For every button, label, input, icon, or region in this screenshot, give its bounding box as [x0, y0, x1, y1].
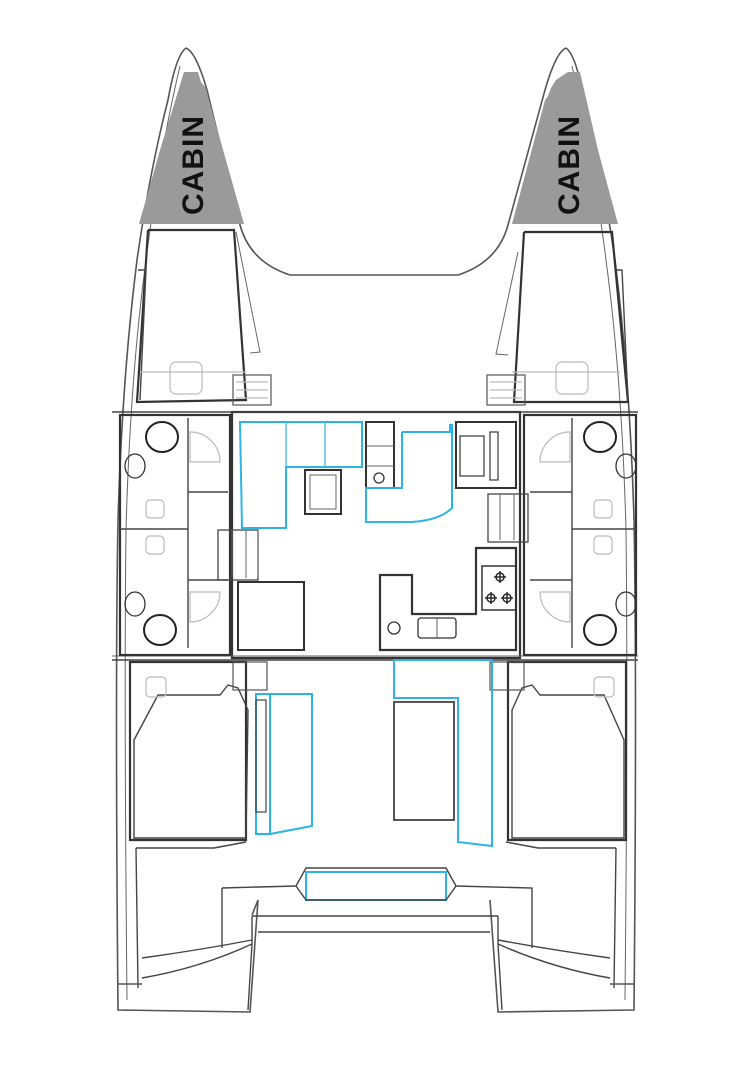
port-aft-steps — [232, 661, 268, 691]
port-toilet-bottom-icon — [143, 614, 177, 646]
port-hatch-icon-1 — [145, 499, 165, 519]
starboard-aft-berth — [511, 684, 625, 839]
port-sink-bottom-icon — [124, 591, 146, 617]
saloon-table — [304, 469, 342, 515]
stove-burner-icons — [485, 571, 513, 604]
port-bow-cabin-area — [139, 72, 244, 224]
port-door-swing-top — [189, 431, 221, 463]
starboard-hatch-icon-1 — [593, 499, 613, 519]
port-bow-cabin-label: CABIN — [177, 115, 210, 215]
starboard-sink-top-icon — [615, 453, 637, 479]
port-fore-steps — [232, 374, 272, 406]
port-fore-hatch-icon — [169, 361, 203, 395]
galley-fridge — [455, 421, 517, 489]
starboard-fore-hatch-icon — [555, 361, 589, 395]
port-fore-cabin — [135, 228, 272, 406]
starboard-aft-steps — [489, 661, 525, 691]
aft-deck — [118, 841, 634, 1011]
port-toilet-top-icon — [145, 421, 179, 453]
starboard-toilet-bottom-icon — [583, 614, 617, 646]
starboard-sink-bottom-icon — [615, 591, 637, 617]
starboard-door-swing-bottom — [539, 591, 571, 623]
port-sink-top-icon — [124, 453, 146, 479]
starboard-toilet-top-icon — [583, 421, 617, 453]
saloon-galley — [237, 421, 518, 652]
starboard-aft-cabin — [393, 659, 628, 848]
port-door-swing-bottom — [189, 591, 221, 623]
helm-seat-outline — [365, 424, 453, 523]
port-heads-outline — [118, 413, 232, 657]
starboard-companionway-steps — [487, 493, 529, 543]
starboard-fore-steps — [486, 374, 526, 406]
port-companionway-steps — [217, 529, 259, 581]
port-aft-berth — [133, 684, 249, 839]
nav-station-cabinet — [365, 421, 395, 489]
port-cockpit-seat — [269, 693, 313, 835]
starboard-heads — [487, 413, 638, 657]
starboard-heads-outline — [522, 413, 638, 657]
galley-stove — [481, 565, 517, 611]
port-aft-cabin — [128, 660, 313, 842]
saloon-chair — [237, 581, 305, 651]
saloon-galley-outline — [230, 410, 522, 660]
starboard-door-swing-top — [539, 431, 571, 463]
galley-bin-icon — [387, 621, 401, 635]
galley-counter — [378, 546, 518, 652]
port-hatch-icon-2 — [145, 535, 165, 555]
starboard-bow-cabin-area — [512, 72, 618, 224]
saloon-seating-outline — [238, 421, 363, 529]
starboard-aft-hatch-icon — [593, 676, 615, 698]
starboard-hatch-icon-2 — [593, 535, 613, 555]
cockpit-table — [393, 701, 455, 821]
port-aft-hatch-icon — [145, 676, 167, 698]
starboard-cockpit-seat — [393, 659, 493, 848]
starboard-fore-cabin — [486, 230, 630, 406]
aft-bench-seat — [305, 871, 447, 901]
starboard-bow-cabin-label: CABIN — [553, 115, 586, 215]
port-heads — [118, 413, 259, 657]
